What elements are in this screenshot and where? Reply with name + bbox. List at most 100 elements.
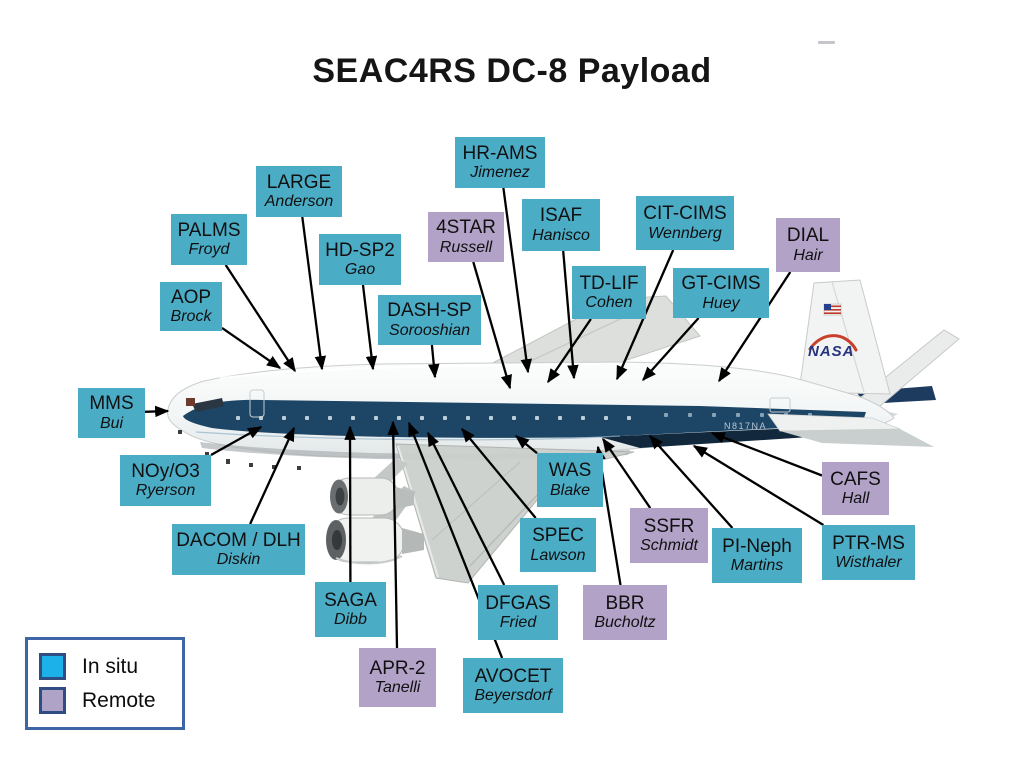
- nasa-logo-text: NASA: [808, 343, 855, 360]
- instrument-name: PTR-MS: [832, 532, 905, 554]
- arrow-aop: [221, 326, 282, 369]
- cabin-door: [249, 389, 265, 418]
- pi-name: Gao: [344, 261, 376, 279]
- arrow-dial: [718, 271, 792, 383]
- arrow-mms: [144, 405, 170, 418]
- pi-name: Hall: [841, 490, 870, 508]
- page-title: SEAC4RS DC-8 Payload: [312, 52, 712, 90]
- arrow-dacom-dlh: [249, 426, 296, 525]
- instrument-name: PI-Neph: [722, 535, 792, 557]
- pi-name: Brock: [170, 308, 212, 326]
- arrow-was: [514, 435, 538, 454]
- engine-nacelle-near: [326, 517, 424, 565]
- pi-name: Bui: [99, 414, 124, 432]
- engine-nacelle-far: [330, 477, 414, 516]
- arrow-td-lif: [547, 318, 592, 384]
- cockpit-windows: [192, 398, 224, 412]
- nasa-logo: NASA: [808, 334, 858, 360]
- instrument-name: LARGE: [266, 171, 332, 193]
- instrument-name: ISAF: [539, 205, 583, 227]
- arrow-cafs: [710, 431, 823, 477]
- instrument-name: 4STAR: [436, 217, 496, 239]
- instrument-name: SSFR: [643, 515, 695, 537]
- instrument-name: DFGAS: [485, 592, 551, 614]
- pi-name: Beyersdorf: [474, 687, 552, 705]
- arrow-large: [301, 216, 327, 371]
- legend-label-insitu: In situ: [82, 654, 139, 678]
- instrument-name: SPEC: [532, 525, 584, 547]
- pi-name: Schmidt: [640, 537, 698, 555]
- arrow-4star: [472, 261, 512, 390]
- arrow-apr-2: [387, 420, 399, 649]
- pi-name: Froyd: [188, 241, 230, 259]
- pi-name: Tanelli: [374, 679, 421, 697]
- cockpit-detail: [186, 398, 195, 406]
- instrument-name: GT-CIMS: [681, 273, 761, 295]
- instrument-name: SAGA: [324, 589, 377, 611]
- pi-name: Martins: [730, 557, 784, 575]
- instrument-name: MMS: [89, 393, 134, 415]
- instrument-name: CAFS: [830, 468, 881, 490]
- near-wing: [395, 443, 635, 584]
- arrow-noy-o3: [210, 425, 263, 457]
- pi-name: Jimenez: [470, 164, 530, 182]
- pi-name: Huey: [702, 294, 740, 312]
- insitu-swatch-icon: [39, 653, 66, 680]
- instrument-name: BBR: [605, 592, 645, 614]
- registration-text: N817NA: [724, 421, 767, 431]
- pi-name: Dibb: [334, 611, 367, 629]
- pi-name: Blake: [549, 481, 591, 499]
- pi-name: Lawson: [530, 546, 586, 564]
- belly-antennas: [178, 430, 301, 470]
- arrow-isaf: [562, 250, 579, 380]
- arrow-ptr-ms: [692, 445, 824, 526]
- instrument-name: HD-SP2: [325, 239, 395, 261]
- arrow-pi-neph: [649, 434, 734, 529]
- pi-name: Diskin: [216, 551, 261, 569]
- pi-name: Hair: [793, 246, 823, 264]
- arrow-gt-cims: [642, 317, 700, 382]
- legend-row-insitu: In situ: [39, 653, 182, 680]
- instrument-name: AVOCET: [474, 665, 552, 687]
- pi-name: Fried: [499, 614, 537, 632]
- instrument-name: TD-LIF: [579, 272, 639, 294]
- pi-name: Wisthaler: [835, 554, 902, 572]
- instrument-name: APR-2: [369, 657, 426, 679]
- instrument-name: DACOM / DLH: [176, 529, 301, 551]
- pi-name: Russell: [439, 238, 493, 256]
- near-stabilizer-underside: [780, 429, 934, 447]
- legend-row-remote: Remote: [39, 687, 182, 714]
- artifact-mark: [818, 41, 835, 44]
- arrow-palms: [224, 264, 296, 373]
- pi-name: Anderson: [264, 193, 334, 211]
- arrow-dash-sp: [428, 344, 440, 379]
- pi-name: Cohen: [585, 294, 633, 312]
- pi-name: Hanisco: [532, 226, 590, 244]
- instrument-name: WAS: [548, 460, 592, 482]
- instrument-name: AOP: [170, 286, 212, 308]
